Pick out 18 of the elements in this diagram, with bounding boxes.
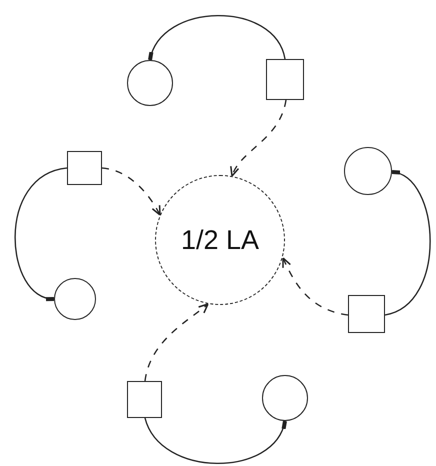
dashed-circle [155,175,285,305]
curved-connector [144,418,287,464]
dashed-connector [102,167,161,216]
curved-connector [148,15,286,61]
square-node [266,59,304,100]
dashed-connector [231,100,287,177]
circle-node [54,278,96,320]
dashed-connector [144,303,209,382]
node-label: 1/2 LA [180,224,260,256]
circle-node [127,60,173,106]
square-node [127,381,162,418]
square-node [348,295,385,333]
circle-node [262,375,308,421]
curved-connector [14,167,68,301]
circle-node [344,147,392,195]
square-node [67,151,102,185]
curved-connector [384,170,431,316]
dashed-connector [282,257,348,316]
